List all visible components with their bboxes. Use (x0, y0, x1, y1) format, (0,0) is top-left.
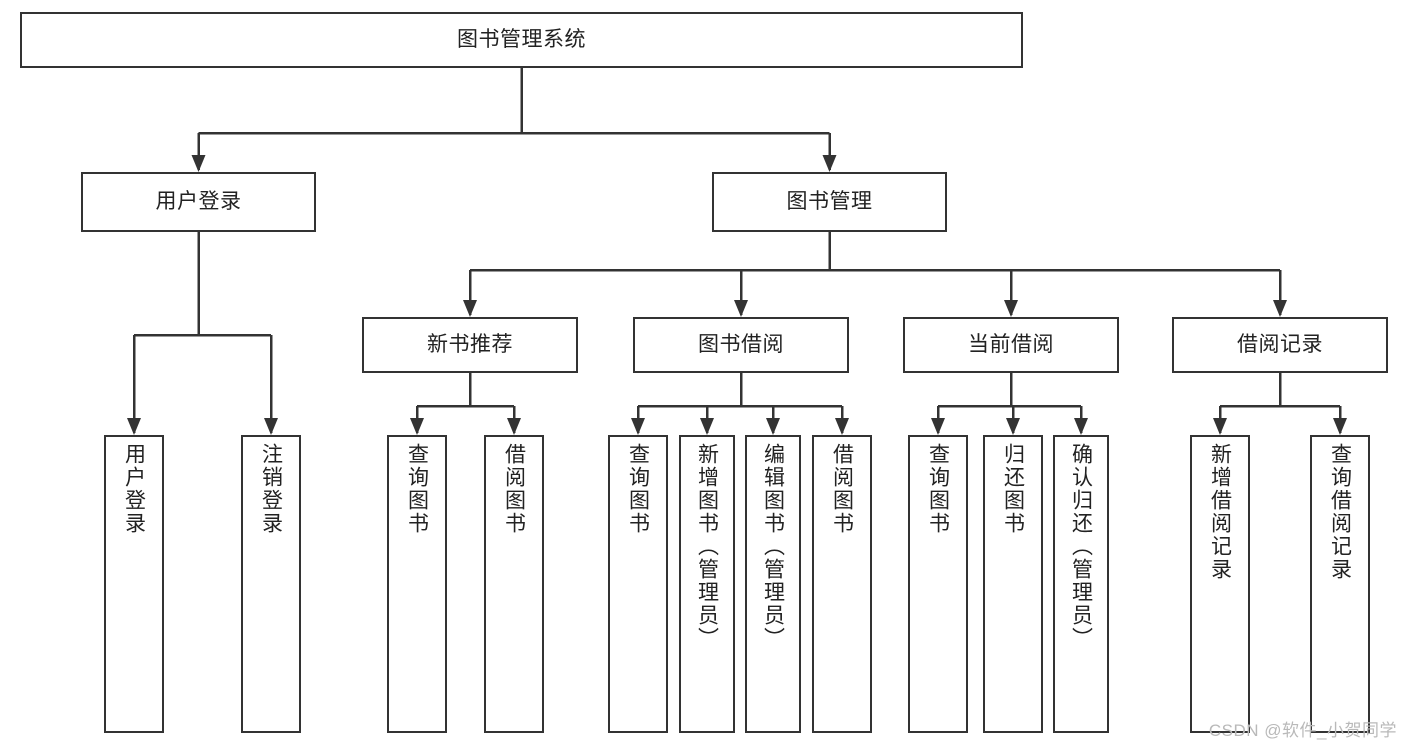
node-l10[interactable]: 归还图书 (983, 435, 1043, 733)
node-l3[interactable]: 查询图书 (387, 435, 447, 733)
node-label: 注销登录 (259, 443, 283, 535)
node-label: 查询借阅记录 (1328, 443, 1352, 581)
node-label: 图书管理系统 (457, 27, 586, 51)
node-label: 查询图书 (626, 443, 650, 535)
node-bookmgmt[interactable]: 图书管理 (712, 172, 947, 232)
node-l12[interactable]: 新增借阅记录 (1190, 435, 1250, 733)
node-l13[interactable]: 查询借阅记录 (1310, 435, 1370, 733)
node-login[interactable]: 用户登录 (81, 172, 316, 232)
node-l11[interactable]: 确认归还（管理员） (1053, 435, 1109, 733)
node-label: 用户登录 (122, 443, 146, 535)
node-l8[interactable]: 借阅图书 (812, 435, 872, 733)
node-label: 图书管理 (786, 189, 873, 213)
node-l9[interactable]: 查询图书 (908, 435, 968, 733)
node-label: 图书借阅 (698, 332, 784, 356)
node-label: 借阅图书 (502, 443, 526, 535)
node-current[interactable]: 当前借阅 (903, 317, 1119, 373)
node-label: 当前借阅 (968, 332, 1054, 356)
node-label: 用户登录 (155, 189, 242, 213)
node-l5[interactable]: 查询图书 (608, 435, 668, 733)
node-label: 查询图书 (405, 443, 429, 535)
node-label: 新增图书（管理员） (695, 443, 719, 650)
node-newbook[interactable]: 新书推荐 (362, 317, 578, 373)
node-l4[interactable]: 借阅图书 (484, 435, 544, 733)
node-label: 新书推荐 (427, 332, 513, 356)
node-label: 借阅图书 (830, 443, 854, 535)
node-label: 查询图书 (926, 443, 950, 535)
node-l1[interactable]: 用户登录 (104, 435, 164, 733)
node-label: 确认归还（管理员） (1069, 443, 1093, 650)
node-label: 编辑图书（管理员） (761, 443, 785, 650)
node-l2[interactable]: 注销登录 (241, 435, 301, 733)
node-l6[interactable]: 新增图书（管理员） (679, 435, 735, 733)
node-records[interactable]: 借阅记录 (1172, 317, 1388, 373)
node-root[interactable]: 图书管理系统 (20, 12, 1023, 68)
node-label: 归还图书 (1001, 443, 1025, 535)
node-label: 新增借阅记录 (1208, 443, 1232, 581)
node-l7[interactable]: 编辑图书（管理员） (745, 435, 801, 733)
node-borrow[interactable]: 图书借阅 (633, 317, 849, 373)
node-label: 借阅记录 (1237, 332, 1323, 356)
